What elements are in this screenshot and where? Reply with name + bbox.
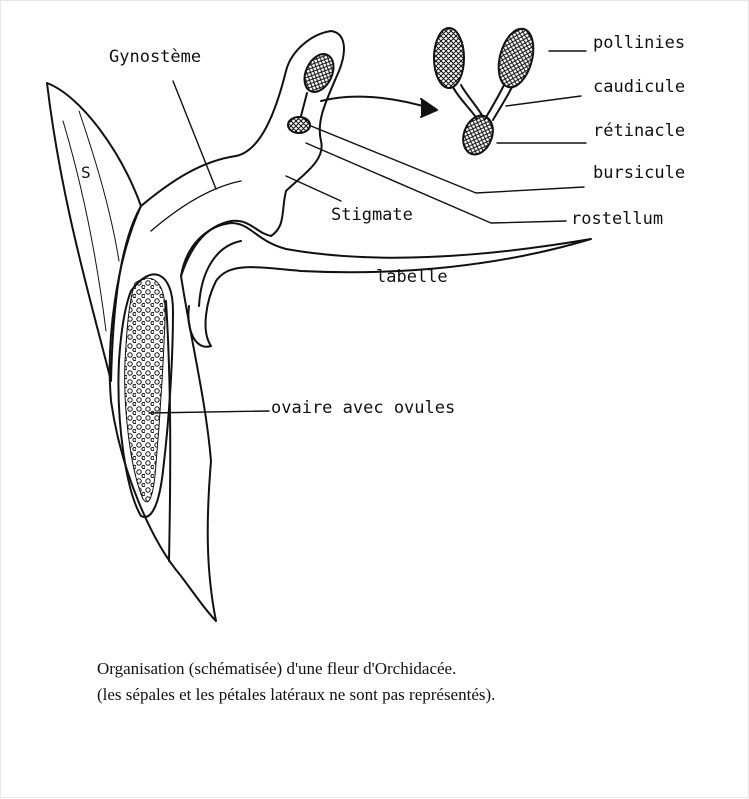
pollinium-left xyxy=(434,28,464,88)
label-retinacle: rétinacle xyxy=(593,123,685,140)
label-labelle: labelle xyxy=(376,269,448,286)
label-ovaire: ovaire avec ovules xyxy=(271,400,455,417)
label-pollinies: pollinies xyxy=(593,35,685,52)
caudicule-right-2 xyxy=(493,87,512,120)
leader-stigmate xyxy=(286,176,341,201)
leader-bursicule xyxy=(311,126,584,193)
arrow-line xyxy=(321,97,433,109)
label-rostellum: rostellum xyxy=(571,211,663,228)
caudicule-right xyxy=(485,85,504,119)
sepal-vein xyxy=(63,121,106,331)
leader-ovaire xyxy=(149,411,269,413)
label-sepale: S xyxy=(81,165,91,181)
label-stigmate: Stigmate xyxy=(331,207,413,224)
label-bursicule: bursicule xyxy=(593,165,685,182)
leader-gynosteme xyxy=(173,81,216,189)
labelle-inner-line xyxy=(199,241,241,306)
ovules-mass xyxy=(125,278,165,502)
label-gynosteme: Gynostème xyxy=(109,49,201,66)
anther-caudicle xyxy=(301,93,307,116)
figure-caption: Organisation (schématisée) d'une fleur d… xyxy=(97,656,717,708)
arrow-head xyxy=(421,99,437,117)
pollinium-right xyxy=(493,25,539,91)
caption-line-2: (les sépales et les pétales latéraux ne … xyxy=(97,682,717,708)
retinacle-detached xyxy=(458,111,498,158)
sepal-vein xyxy=(79,111,119,261)
leader-lines xyxy=(149,51,586,413)
anther-pollinium xyxy=(299,49,339,96)
label-caudicule: caudicule xyxy=(593,79,685,96)
anther-retinacle xyxy=(288,117,310,133)
caption-line-1: Organisation (schématisée) d'une fleur d… xyxy=(97,656,717,682)
leader-caudicule xyxy=(506,96,581,106)
